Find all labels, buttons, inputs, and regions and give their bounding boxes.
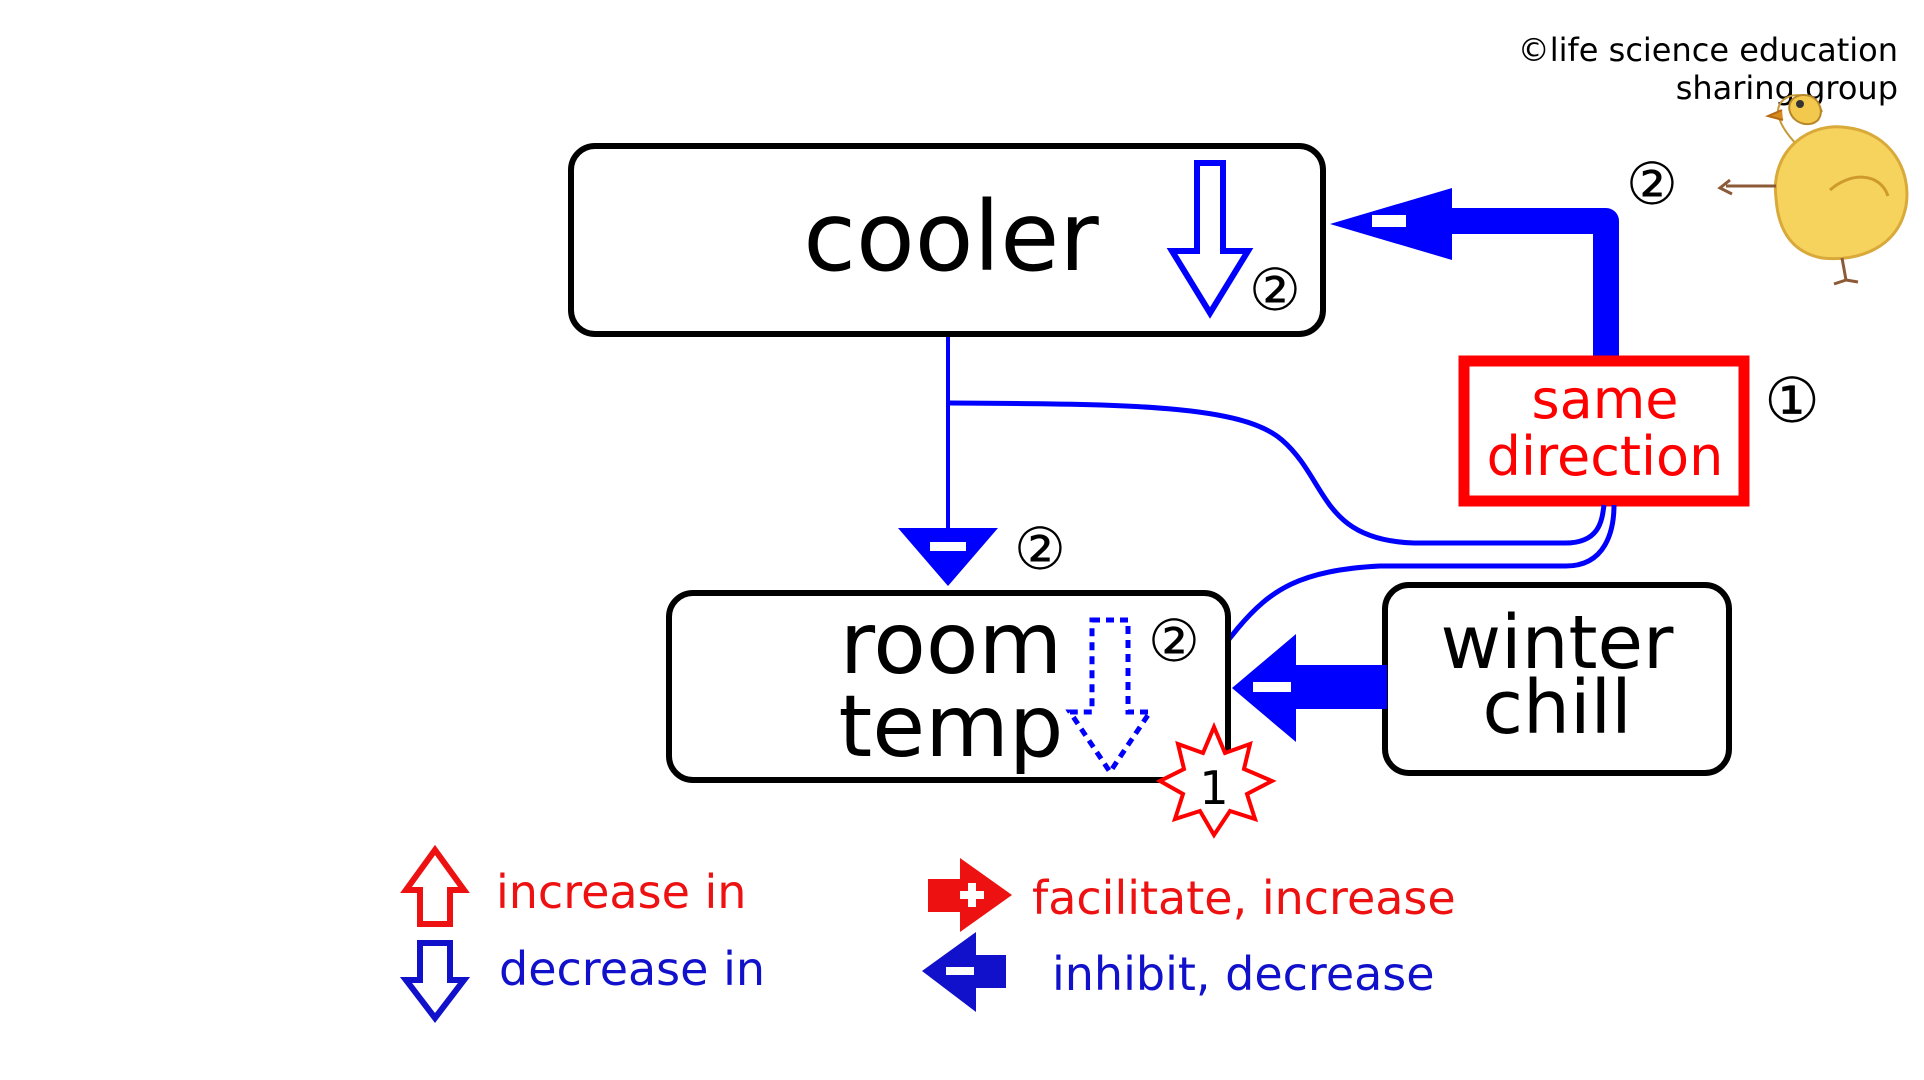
room-temp-line-2: temp: [839, 677, 1064, 777]
cooler-decrease-arrow-icon: [1166, 160, 1254, 319]
facilitate-legend-icon: [928, 858, 1012, 932]
decrease-legend-label: decrease in: [499, 942, 765, 996]
winter-chill-line-2: chill: [1482, 665, 1631, 751]
starburst-step-marker: 1: [1199, 761, 1228, 815]
same-direction-line-1: same: [1531, 368, 1678, 431]
cooler-step-marker: ②: [1249, 256, 1301, 324]
chick-drawing: [1717, 94, 1909, 286]
inhibit-arrow-to-cooler: [1330, 188, 1619, 359]
same-direction-node: [1458, 355, 1750, 507]
room-predicted-decrease-arrow-icon: [1065, 617, 1155, 777]
cooler-node: [568, 143, 1326, 337]
decrease-legend-icon: [399, 940, 471, 1023]
legend: increase in decrease in facilitate, incr…: [399, 844, 1456, 1023]
winter-to-room-inhibit-arrow: [1232, 634, 1387, 742]
room-step-marker: ②: [1148, 607, 1200, 675]
copyright-line-1: ©life science education: [1518, 31, 1898, 69]
top-right-step-marker: ②: [1626, 150, 1678, 218]
facilitate-legend-label: facilitate, increase: [1032, 871, 1456, 925]
increase-legend-icon: [400, 844, 470, 927]
copyright-line-2: sharing group: [1676, 69, 1898, 107]
cooler-label: cooler: [803, 181, 1099, 293]
same-direction-step-marker: ①: [1764, 364, 1820, 437]
room-temp-line-1: room: [840, 594, 1062, 694]
down-arrow-step-marker: ②: [1014, 515, 1066, 583]
inhibit-legend-label: inhibit, decrease: [1052, 947, 1435, 1001]
contradiction-starburst-icon: [1155, 721, 1277, 839]
cooler-to-room-inhibit-arrow: [898, 337, 998, 586]
winter-chill-line-1: winter: [1441, 600, 1675, 686]
increase-legend-label: increase in: [496, 865, 746, 919]
same-direction-line-2: direction: [1487, 425, 1724, 488]
inhibit-legend-icon: [922, 932, 1006, 1012]
